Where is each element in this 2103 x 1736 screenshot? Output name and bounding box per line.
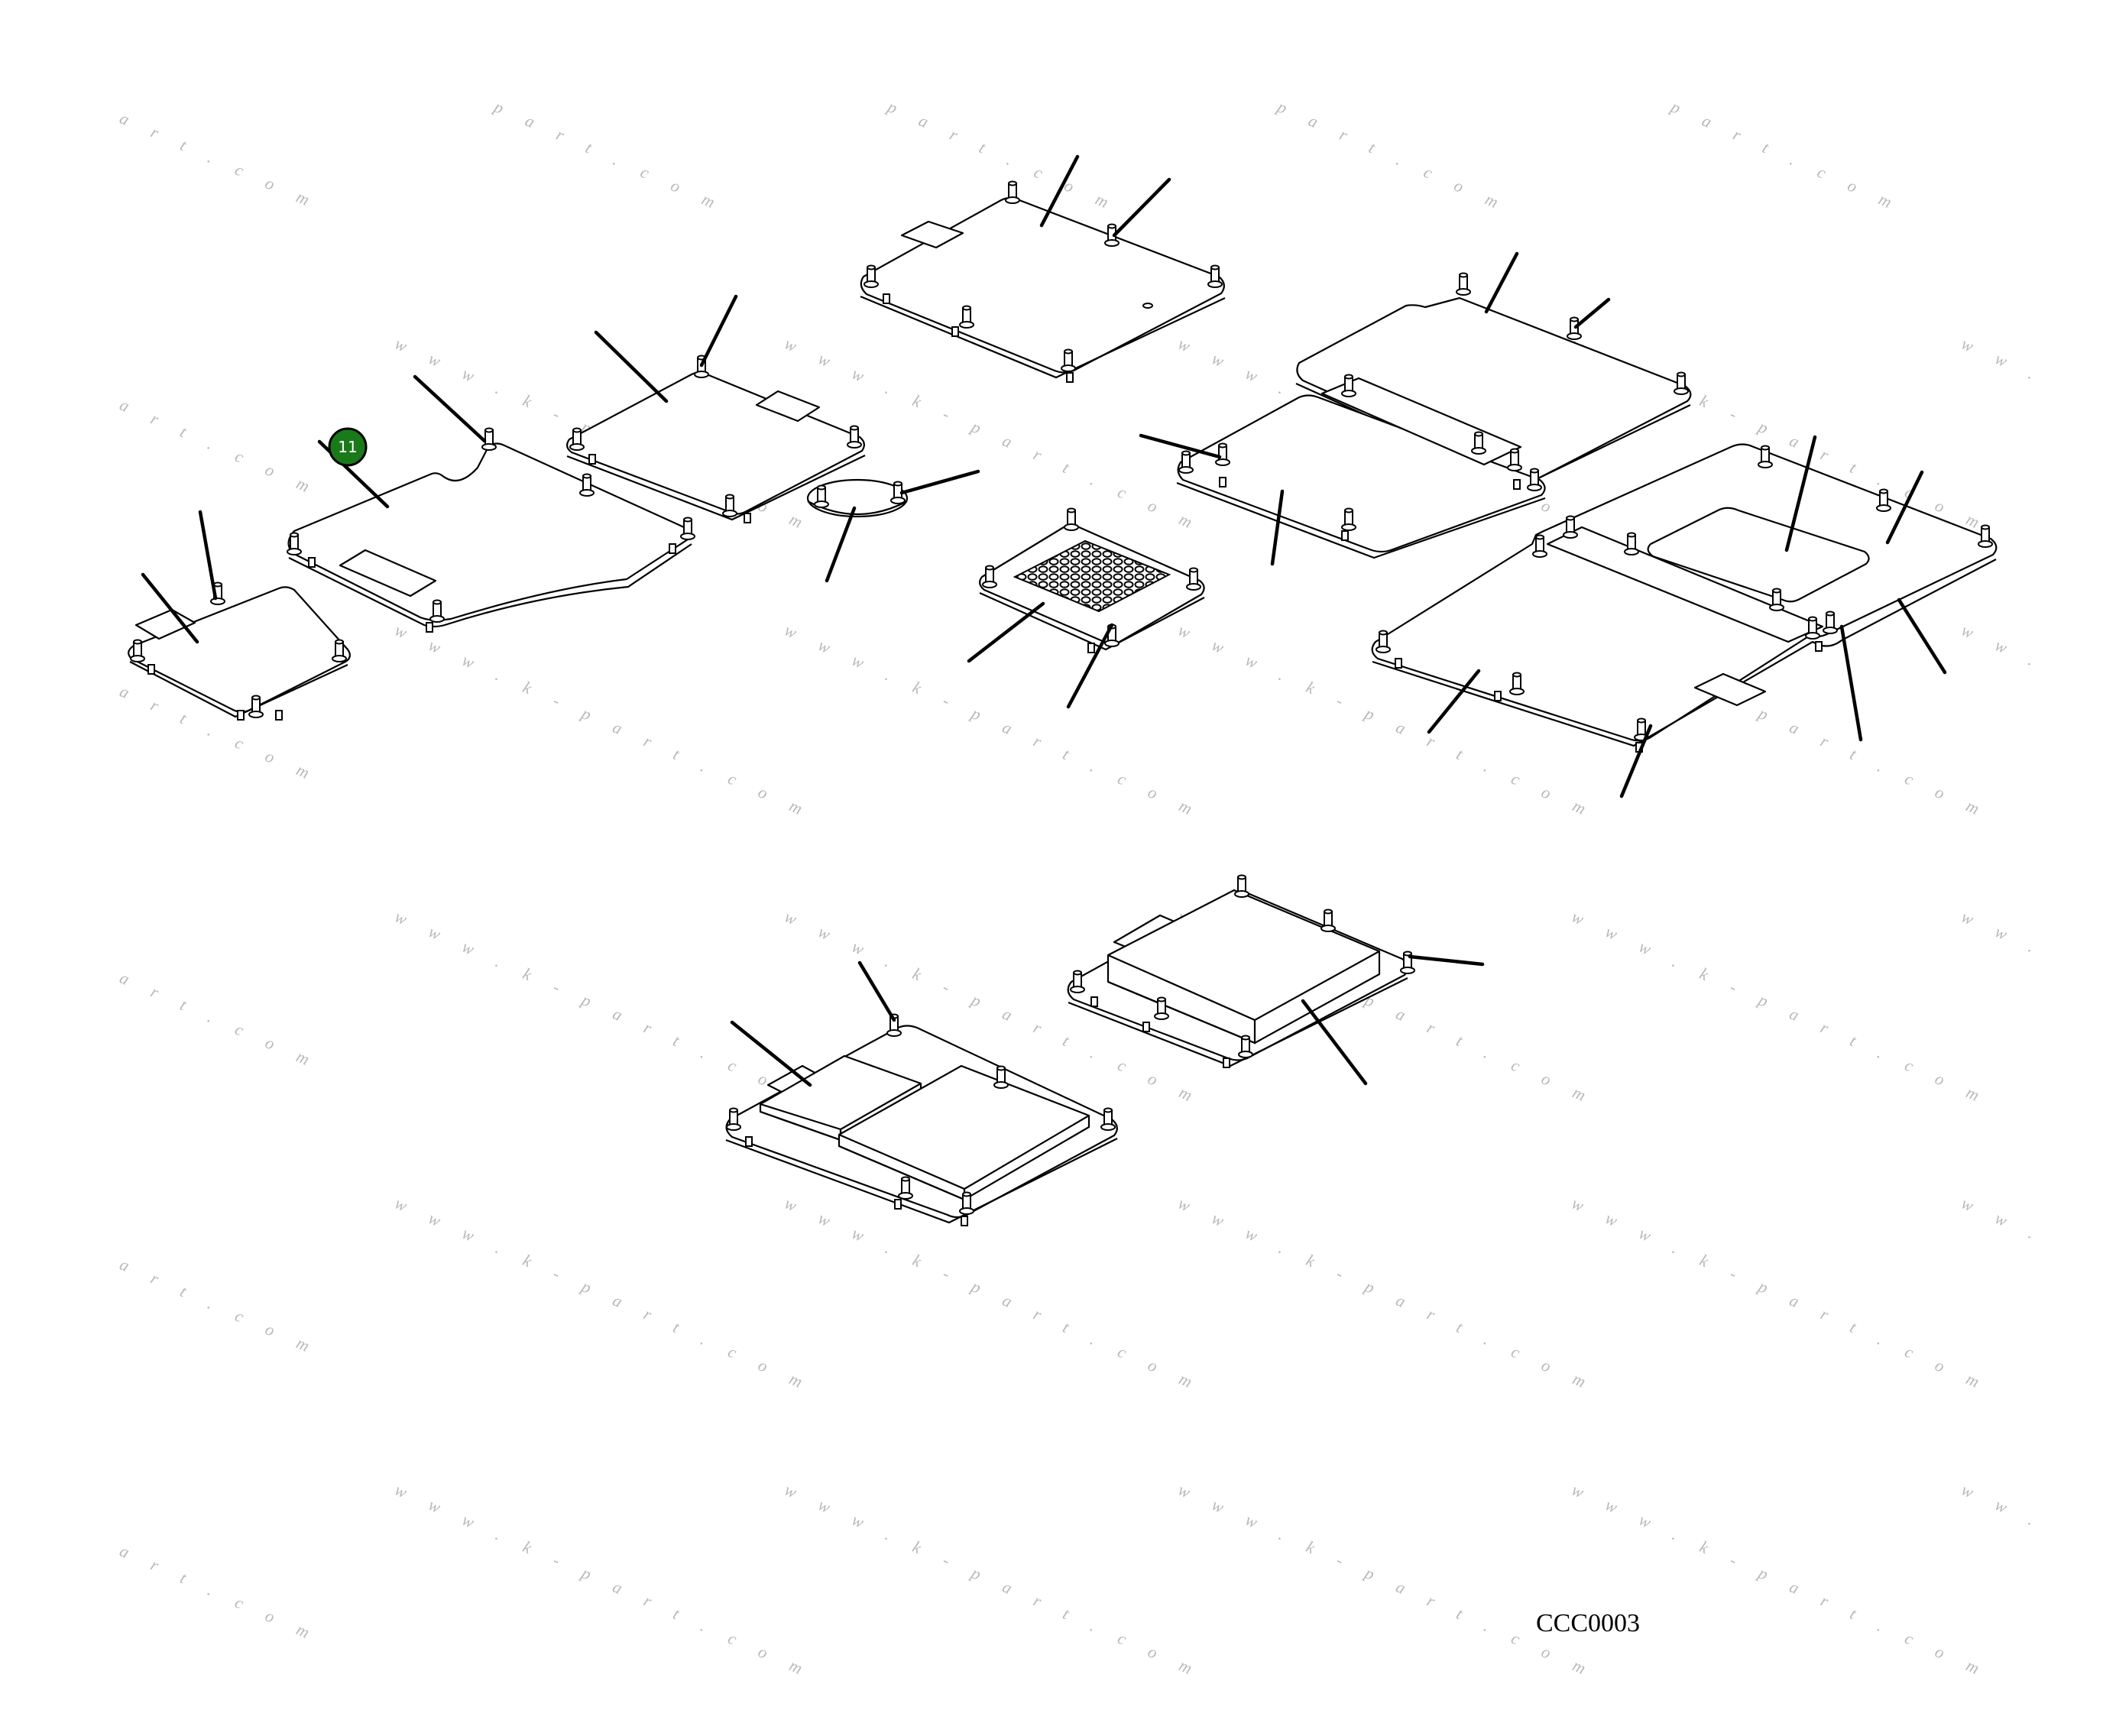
leader-line: [141, 572, 199, 644]
leader-line: [1619, 724, 1653, 798]
watermark-text: w w w . k - p a r t . c o m: [392, 1480, 815, 1683]
watermark-text: w w w . k - p a r t . c o m: [392, 907, 815, 1109]
watermark-text: w w w . k - p a r t . c o m: [782, 1480, 1205, 1683]
watermark-text: w w .: [1959, 334, 2047, 387]
plate-with-tab: [566, 294, 866, 523]
plate-shaped-callout-11: [287, 374, 695, 633]
leader-line: [1573, 297, 1611, 329]
plate-with-blocks-lower: [725, 960, 1118, 1226]
drawing-code: CCC0003: [1536, 1609, 1640, 1637]
plate-with-block-right: [1067, 874, 1485, 1086]
leader-line: [1066, 623, 1114, 709]
watermark-text: p a r t . c o m: [883, 96, 1121, 216]
leader-line: [1408, 954, 1485, 967]
plate-small-left: [128, 510, 351, 721]
leader-line: [594, 330, 669, 403]
leader-line: [857, 960, 896, 1022]
watermark-text: a r t . c o m: [117, 395, 322, 500]
leader-line: [967, 601, 1045, 663]
leader-line: [198, 510, 218, 601]
watermark-text: w w w . k - p a r t . c o m: [782, 620, 1205, 823]
plate-double-upper-right: [1139, 251, 1692, 566]
leader-line: [1484, 251, 1519, 314]
callout-circle[interactable]: [328, 427, 368, 467]
plate-top-center: [860, 154, 1226, 383]
leader-line: [1885, 470, 1924, 545]
leader-line: [1784, 435, 1817, 552]
leader-line: [1427, 669, 1481, 734]
watermark-text: w w w . k - p a r t . c o m: [782, 1194, 1205, 1396]
leader-line: [699, 294, 738, 368]
leader-line: [825, 506, 857, 583]
watermark-text: p a r t . c o m: [490, 96, 727, 216]
leader-line: [1039, 154, 1080, 228]
leader-line: [1301, 999, 1368, 1086]
watermark-text: w w .: [1959, 620, 2047, 674]
leader-line: [1112, 177, 1171, 238]
mesh-plate: [967, 507, 1205, 709]
leader-line: [413, 374, 487, 443]
leader-line: [1139, 433, 1222, 459]
watermark-text: a r t . c o m: [117, 968, 322, 1074]
watermark-text: a r t . c o m: [117, 1255, 322, 1360]
watermark-text: w w .: [1959, 1480, 2047, 1534]
watermark-text: w w w . k - p a r t . c o m: [1569, 1480, 1992, 1683]
callout-badge[interactable]: 11: [328, 427, 368, 467]
watermark-text: w w w . k - p a r t . c o m: [392, 620, 815, 823]
leader-line: [1839, 624, 1863, 742]
watermark-text: w w w . k - p a r t . c o m: [392, 1194, 815, 1396]
plate-large-right: [1371, 435, 1998, 798]
leader-line: [1270, 489, 1285, 566]
watermark-text: w w w . k - p a r t . c o m: [1175, 1480, 1599, 1683]
watermark-text: w w w . k - p a r t . c o m: [1569, 907, 1992, 1109]
watermark-text: w w w . k - p a r t . c o m: [1175, 1194, 1599, 1396]
leader-line: [899, 469, 980, 495]
watermark-text: a r t . c o m: [117, 1541, 322, 1647]
watermark-text: a r t . c o m: [117, 108, 322, 214]
leader-line: [1897, 598, 1947, 675]
watermark-text: w w .: [1959, 907, 2047, 960]
watermark-text: w w .: [1959, 1194, 2047, 1247]
watermark-text: p a r t . c o m: [1273, 96, 1511, 216]
oval-gasket: [806, 469, 980, 583]
watermark-text: w w w . k - p a r t . c o m: [1569, 1194, 1992, 1396]
leader-line: [730, 1020, 812, 1087]
watermark-text: p a r t . c o m: [1667, 96, 1904, 216]
callout-number[interactable]: 11: [338, 438, 357, 456]
